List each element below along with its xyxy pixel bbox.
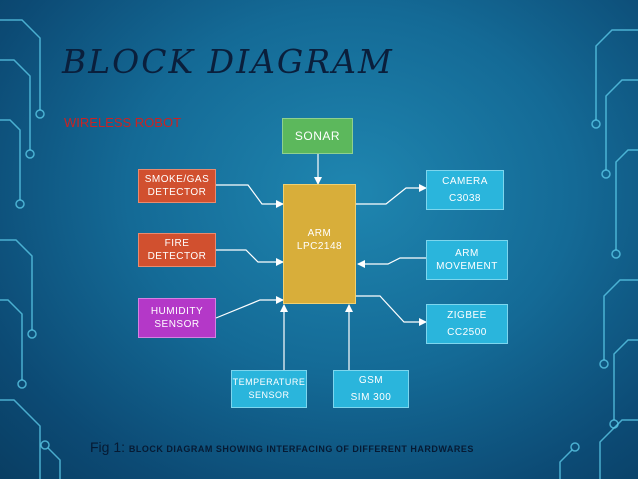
figure-caption: Fig 1: BLOCK DIAGRAM SHOWING INTERFACING… (90, 439, 474, 455)
arrow-fire-to-arm (216, 249, 284, 266)
block-sonar: SONAR (282, 118, 353, 154)
block-smoke-gas-detector: SMOKE/GAS DETECTOR (138, 169, 216, 203)
slide-title: BLOCK DIAGRAM (62, 42, 394, 81)
block-temperature-sensor: TEMPERATURE SENSOR (231, 370, 307, 408)
arrow-movement-to-arm (357, 257, 426, 268)
block-gsm: GSM SIM 300 (333, 370, 409, 408)
arrow-smoke-to-arm (216, 184, 284, 208)
block-arm-movement: ARM MOVEMENT (426, 240, 508, 280)
arrow-humidity-to-arm (215, 296, 284, 319)
block-camera: CAMERA C3038 (426, 170, 504, 210)
arrow-arm-to-camera (356, 184, 427, 205)
block-zigbee: ZIGBEE CC2500 (426, 304, 508, 344)
block-arm-lpc2148: ARM LPC2148 (283, 184, 356, 304)
slide-subtitle: WIRELESS ROBOT (64, 115, 182, 130)
caption-text: BLOCK DIAGRAM SHOWING INTERFACING OF DIF… (128, 444, 474, 454)
arrow-arm-to-zigbee (356, 295, 427, 326)
caption-prefix: Fig 1: (90, 439, 126, 455)
block-humidity-sensor: HUMIDITY SENSOR (138, 298, 216, 338)
block-fire-detector: FIRE DETECTOR (138, 233, 216, 267)
